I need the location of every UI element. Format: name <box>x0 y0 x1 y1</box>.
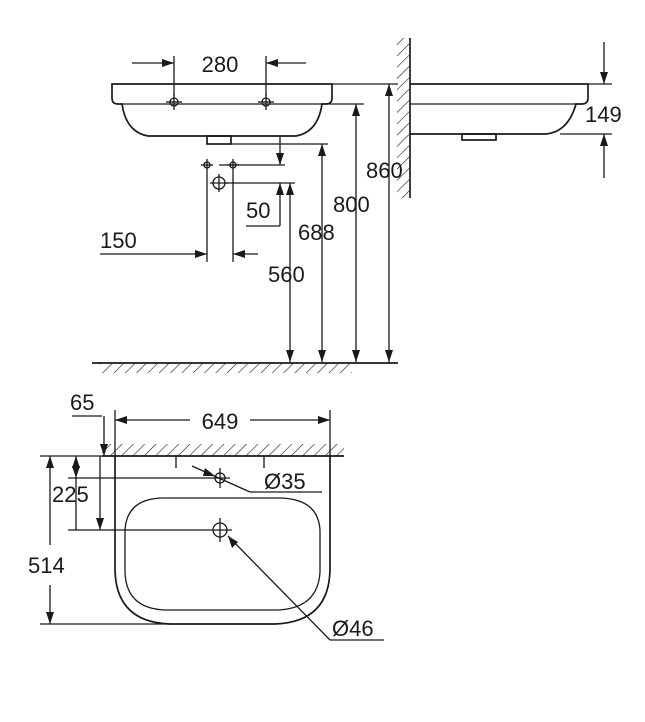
dim-label-46: Ø46 <box>332 616 374 641</box>
basin-plan-outer <box>114 456 331 625</box>
basin-front-outline <box>111 83 333 137</box>
dim-label-149: 149 <box>585 102 622 127</box>
dim-label-65: 65 <box>70 390 94 415</box>
dim-basin-depth: 149 <box>560 42 622 178</box>
dim-waste-diameter: Ø46 <box>227 535 384 641</box>
dim-label-688: 688 <box>298 220 335 245</box>
tap-hole-left <box>166 94 182 110</box>
supply-markers <box>201 159 295 262</box>
dim-tap-hole-depth: 225 <box>52 456 210 531</box>
dim-label-649: 649 <box>202 409 239 434</box>
dim-outlet-height: 560 <box>268 183 305 362</box>
basin-plan-bowl <box>124 497 321 611</box>
dim-waste-offset: 50 <box>246 136 284 227</box>
dim-label-514: 514 <box>28 553 65 578</box>
side-outlet <box>461 133 497 141</box>
dim-trap-height: 688 <box>231 143 335 362</box>
dim-tap-hole-diameter: Ø35 <box>191 465 322 494</box>
dim-label-800: 800 <box>333 192 370 217</box>
dim-overall-projection: 514 <box>28 455 170 625</box>
waste-outlet <box>206 135 232 145</box>
dim-label-50: 50 <box>246 198 270 223</box>
dim-rim-front: 800 <box>322 103 370 362</box>
side-elevation: 149 <box>397 38 622 198</box>
floor-line <box>92 362 398 373</box>
dim-tap-spacing: 280 <box>132 52 306 96</box>
dim-label-150: 150 <box>100 228 137 253</box>
dim-label-225: 225 <box>52 482 89 507</box>
dim-label-860: 860 <box>366 158 403 183</box>
dim-supply-offset: 150 <box>100 228 258 258</box>
tap-hole-right <box>258 94 274 110</box>
dim-rim-total: 860 <box>332 83 403 362</box>
dim-wall-offset: 65 <box>70 390 108 456</box>
dim-overall-width: 649 <box>114 409 331 456</box>
dim-label-560: 560 <box>268 262 305 287</box>
basin-side-outline <box>410 83 589 135</box>
plan-wall-hatch <box>102 444 344 456</box>
dim-label-280: 280 <box>202 52 239 77</box>
plan-waste-hole <box>208 518 232 542</box>
wall-hatch <box>397 38 409 198</box>
dim-label-35: Ø35 <box>264 469 306 494</box>
plan-view: 65 649 225 <box>28 390 384 641</box>
front-elevation: 280 50 <box>92 52 403 373</box>
